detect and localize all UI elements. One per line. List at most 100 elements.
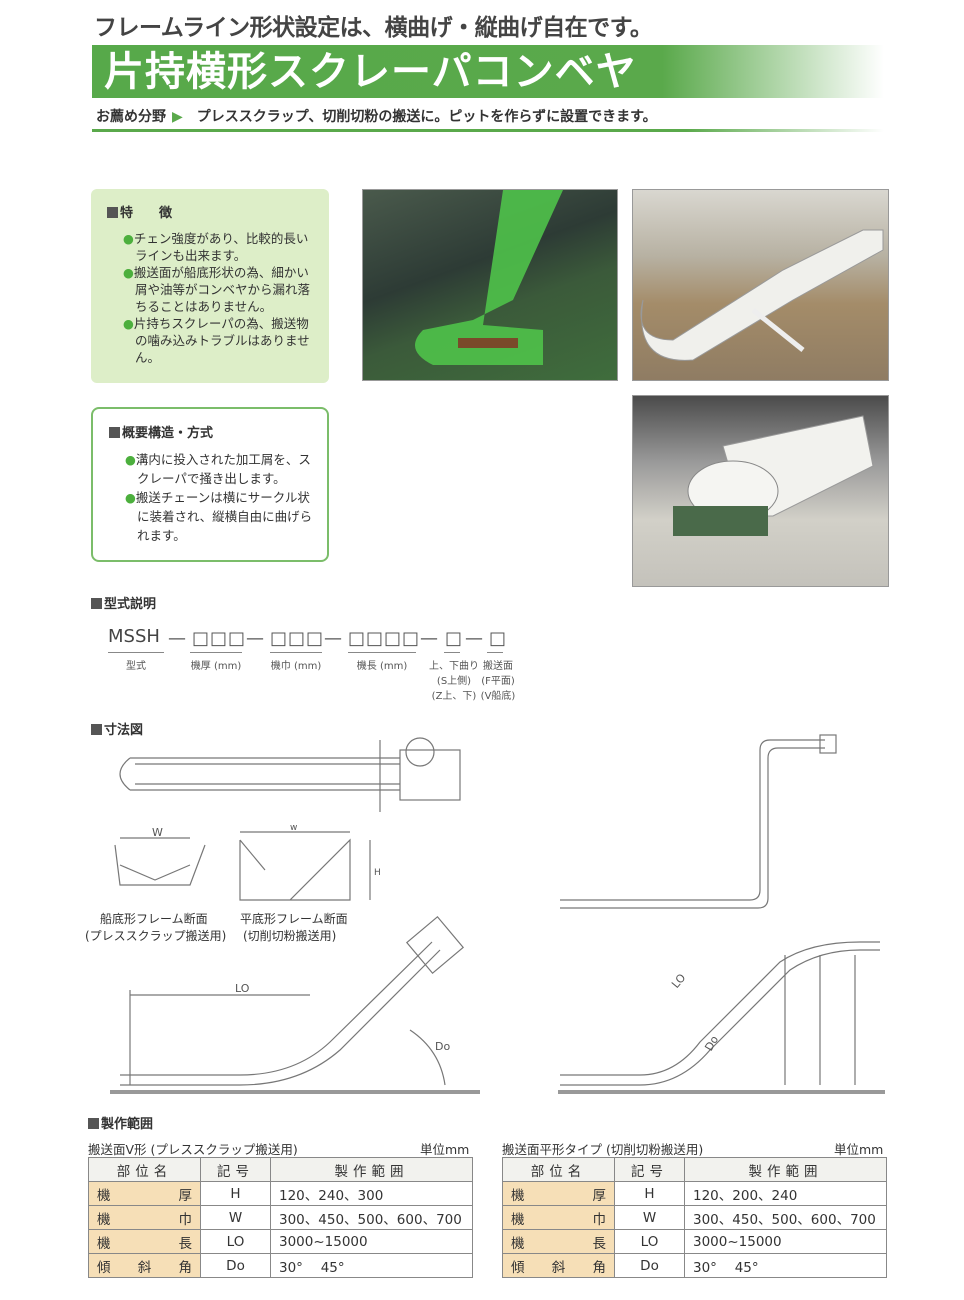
divider — [92, 129, 884, 132]
range-value: 300、450、500、600、700 — [684, 1205, 887, 1230]
label-bend: 上、下曲り(S上側)(Z上、下) — [429, 661, 479, 702]
dot-bullet-icon: ● — [123, 231, 134, 246]
structure-item: ●搬送チェーンは横にサークル状に装着され、縦横自由に曲げられます。 — [125, 490, 313, 543]
table-header-row: 部位名記号製作範囲 — [88, 1157, 473, 1182]
range-value: 30° 45° — [270, 1253, 473, 1278]
label-width: 機巾 (mm) — [270, 661, 322, 672]
dot-bullet-icon: ● — [125, 490, 136, 505]
symbol: LO — [200, 1229, 271, 1254]
column-header: 記号 — [200, 1157, 271, 1182]
table-header-row: 部位名記号製作範囲 — [502, 1157, 887, 1182]
features-heading: 特 徴 — [107, 205, 315, 222]
arrow-right-icon: ▶ — [172, 109, 183, 125]
structure-box: 概要構造・方式 ●溝内に投入された加工屑を、スクレーパで掻き出します。 ●搬送チ… — [91, 407, 329, 562]
table-caption-v: 搬送面V形 (プレススクラップ搬送用) — [88, 1142, 298, 1157]
recommended-fields: お薦め分野 ▶ プレススクラップ、切削切粉の搬送に。ピットを作らずに設置できます。 — [96, 106, 657, 126]
symbol: LO — [614, 1229, 685, 1254]
label-surface: 搬送面(F平面)(V船底) — [480, 661, 516, 702]
range-value: 30° 45° — [684, 1253, 887, 1278]
square-bullet-icon — [109, 427, 120, 438]
range-value: 3000~15000 — [684, 1229, 887, 1254]
part-name: 機厚 — [502, 1181, 615, 1206]
model-segment-thickness: □□□ — [192, 628, 247, 649]
square-bullet-icon — [91, 598, 102, 609]
page-title: 片持横形スクレーパコンベヤ — [104, 49, 637, 95]
structure-item: ●溝内に投入された加工屑を、スクレーパで掻き出します。 — [125, 452, 311, 486]
svg-text:LO: LO — [669, 971, 688, 991]
model-segment-width: □□□ — [270, 628, 325, 649]
svg-text:LO: LO — [235, 982, 250, 995]
model-section-heading: 型式説明 — [91, 593, 156, 612]
part-name: 機厚 — [88, 1181, 201, 1206]
top-view-drawing — [119, 737, 461, 812]
photo-white-conveyor-closeup — [632, 395, 889, 587]
svg-text:W: W — [152, 826, 163, 839]
3d-path-drawing — [560, 734, 837, 909]
svg-text:(プレススクラップ搬送用): (プレススクラップ搬送用) — [85, 928, 226, 943]
recommend-text: プレススクラップ、切削切粉の搬送に。ピットを作らずに設置できます。 — [196, 109, 657, 125]
feature-item: ●搬送面が船底形状の為、細かい屑や油等がコンベヤから漏れ落ちることはありません。 — [123, 265, 311, 314]
model-segment-length: □□□□ — [348, 628, 421, 649]
svg-text:w: w — [290, 823, 297, 833]
model-segment-surface: □ — [489, 628, 508, 649]
dot-bullet-icon: ● — [125, 452, 136, 467]
range-value: 120、240、300 — [270, 1181, 473, 1206]
unit-label: 単位mm — [834, 1142, 884, 1157]
column-header: 製作範囲 — [684, 1157, 887, 1182]
model-segment-bend: □ — [445, 628, 464, 649]
dimension-section-heading: 寸法図 — [91, 719, 143, 738]
dimension-drawings: W w H 船底形フレーム断面 (プレススクラップ搬送用) 平底形フレーム断面 … — [85, 734, 885, 1094]
part-name: 機長 — [88, 1229, 201, 1254]
dash: — — [324, 628, 343, 649]
features-box: 特 徴 ●チェン強度があり、比較的長いラインも出来ます。 ●搬送面が船底形状の為… — [91, 189, 329, 383]
unit-label: 単位mm — [420, 1142, 470, 1157]
feature-item: ●片持ちスクレーパの為、搬送物の噛み込みトラブルはありません。 — [123, 316, 310, 365]
symbol: W — [200, 1205, 271, 1230]
dash: — — [168, 628, 187, 649]
part-name: 機巾 — [502, 1205, 615, 1230]
range-value: 300、450、500、600、700 — [270, 1205, 473, 1230]
column-header: 記号 — [614, 1157, 685, 1182]
side-view-drawing-left: LO Do — [110, 915, 480, 1094]
svg-text:Do: Do — [435, 1040, 450, 1053]
label-length: 機長 (mm) — [356, 661, 408, 672]
range-value: 120、200、240 — [684, 1181, 887, 1206]
square-bullet-icon — [91, 724, 102, 735]
part-name: 機巾 — [88, 1205, 201, 1230]
flat-section-drawing: w H — [239, 823, 381, 901]
part-name: 傾斜角 — [88, 1253, 201, 1278]
range-section-heading: 製作範囲 — [88, 1113, 153, 1132]
photo-white-conveyor-floor — [632, 189, 889, 381]
model-code: MSSH — [108, 626, 160, 647]
dash: — — [246, 628, 265, 649]
table-caption-flat: 搬送面平形タイプ (切削切粉搬送用) — [502, 1142, 704, 1157]
svg-text:平底形フレーム断面: 平底形フレーム断面 — [240, 911, 348, 926]
v-section-drawing: W — [114, 826, 206, 886]
column-header: 部位名 — [88, 1157, 201, 1182]
title-banner — [92, 45, 884, 98]
label-thickness: 機厚 (mm) — [190, 661, 242, 672]
column-header: 部位名 — [502, 1157, 615, 1182]
column-header: 製作範囲 — [270, 1157, 473, 1182]
svg-text:(切削切粉搬送用): (切削切粉搬送用) — [243, 928, 336, 943]
symbol: Do — [200, 1253, 271, 1278]
range-value: 3000~15000 — [270, 1229, 473, 1254]
dash: — — [465, 628, 484, 649]
recommend-label: お薦め分野 — [96, 109, 166, 125]
symbol: H — [614, 1181, 685, 1206]
photo-green-conveyor — [362, 189, 618, 381]
dot-bullet-icon: ● — [123, 265, 134, 280]
tagline: フレームライン形状設定は、横曲げ・縦曲げ自在です。 — [94, 15, 653, 41]
symbol: H — [200, 1181, 271, 1206]
square-bullet-icon — [88, 1118, 99, 1129]
